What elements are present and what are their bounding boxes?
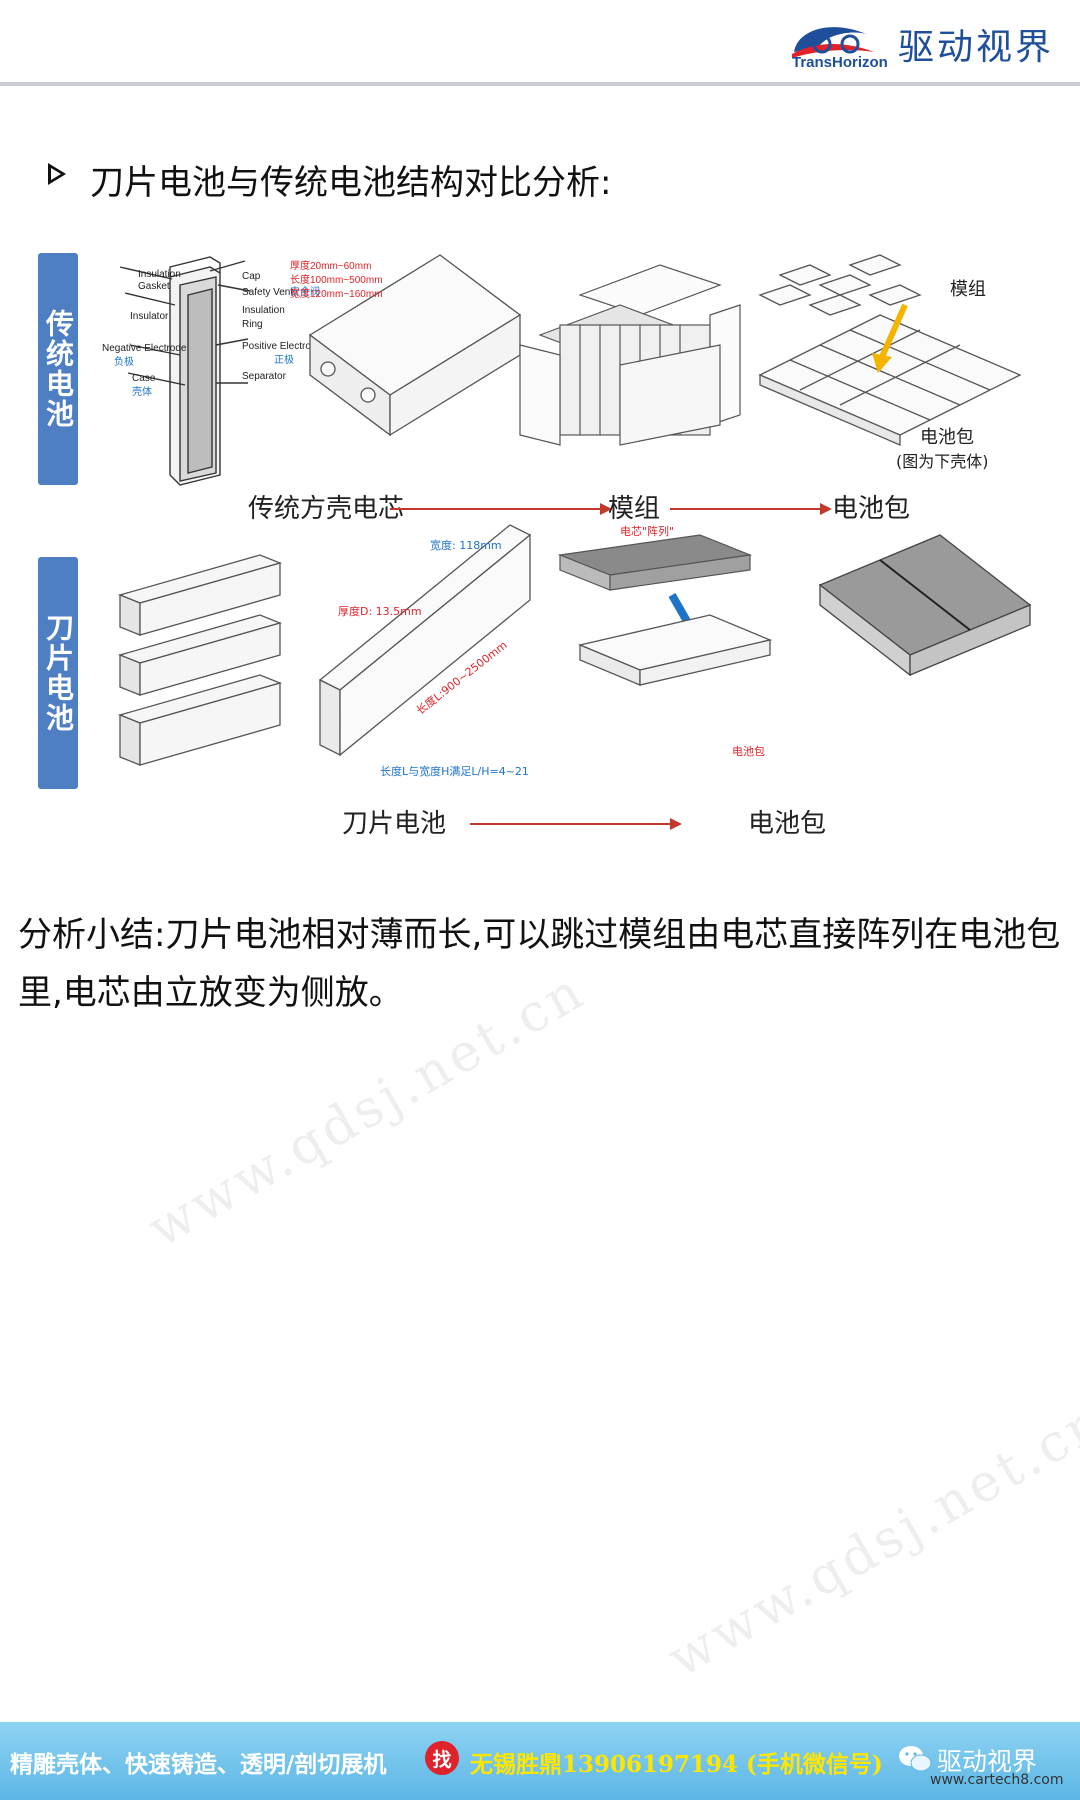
label-negative-electrode: Negative Electrode <box>102 343 187 354</box>
module-label: 模组 <box>950 279 986 300</box>
battery-comparison-figure: 传统电池 刀片电池 Insulation Gasket Cap Safety V… <box>20 245 1060 855</box>
dim-thickness: 厚度20mm~60mm <box>290 259 371 272</box>
flow-blade-pack: 电池包 <box>748 809 826 839</box>
array-label: 电芯"阵列" <box>620 524 674 538</box>
dim-width: 宽度120mm~160mm <box>290 287 383 300</box>
page-heading: 刀片电池与传统电池结构对比分析: <box>90 163 612 203</box>
blade-ratio-label: 长度L与宽度H满足L/H=4~21 <box>380 764 529 778</box>
logo-name-cn: 驱动视界 <box>898 27 1055 68</box>
pack-note: (图为下壳体) <box>896 452 989 471</box>
flow-pack: 电池包 <box>832 494 910 524</box>
battery-pack-case-drawing <box>758 254 1022 446</box>
tray-pack-label: 电池包 <box>732 745 765 758</box>
watermark-2: www.qdsj.net.cn <box>658 1390 1080 1690</box>
blade-cells-stack-drawing <box>117 554 283 766</box>
label-cap: Cap <box>242 271 261 282</box>
label-positive-cn: 正极 <box>274 353 294 366</box>
label-insulation: Insulation <box>138 269 181 280</box>
label-insulation-ring: Insulation <box>242 305 285 316</box>
label-safety-vent: Safety Vent <box>242 287 293 298</box>
corner-site-watermark: www.cartech8.com <box>930 1772 1064 1788</box>
wechat-icon <box>899 1746 932 1772</box>
header-divider <box>0 82 1080 86</box>
blade-cell-drawing <box>318 524 532 757</box>
transhorizon-logo-icon <box>792 27 874 58</box>
module-drawing <box>519 264 741 446</box>
blade-tray-drawing <box>577 614 773 686</box>
footer-banner <box>0 1722 1080 1800</box>
blade-thickness-label: 厚度D: 13.5mm <box>338 604 422 618</box>
find-badge: 找 <box>425 1741 459 1775</box>
flow-blade-cell: 刀片电池 <box>342 809 446 839</box>
label-separator: Separator <box>242 371 287 382</box>
label-case: Case <box>132 373 156 384</box>
wechat-account-name: 驱动视界 <box>937 1747 1038 1776</box>
prismatic-cell-drawing <box>119 256 251 486</box>
flow-module: 模组 <box>608 494 660 524</box>
label-positive-electrode: Positive Electrode <box>242 341 322 352</box>
label-insulator: Insulator <box>130 311 169 322</box>
figure-drawings: Insulation Gasket Cap Safety Vent 安全阀 In… <box>102 254 1032 839</box>
footer-contact[interactable]: 无锡胜鼎13906197194 (手机微信号) <box>470 1751 883 1778</box>
label-gasket: Gasket <box>138 281 170 292</box>
row-tag-blade: 刀片电池 <box>38 557 78 789</box>
pack-label: 电池包 <box>920 427 974 448</box>
row-tag-traditional: 传统电池 <box>38 253 78 485</box>
blade-pack-drawing <box>818 534 1032 677</box>
bullet-arrow-inner <box>51 168 61 180</box>
label-negative-cn: 负极 <box>114 355 134 368</box>
flow-prismatic-cell: 传统方壳电芯 <box>248 494 404 524</box>
label-ring: Ring <box>242 319 263 330</box>
prismatic-cell-3d <box>308 254 522 437</box>
label-case-cn: 壳体 <box>132 385 152 398</box>
label-safety-vent-cn: 安全阀 <box>290 285 320 298</box>
summary-paragraph: 分析小结:刀片电池相对薄而长,可以跳过模组由电芯直接阵列在电池包里,电芯由立放变… <box>18 915 1061 1013</box>
blade-width-label: 宽度: 118mm <box>430 538 502 552</box>
cell-array-drawing <box>557 534 753 591</box>
dim-length: 长度100mm~500mm <box>290 273 383 286</box>
logo-name-en: TransHorizon <box>792 54 888 71</box>
footer-ad-text: 精雕壳体、快速铸造、透明/剖切展机 <box>10 1751 387 1778</box>
